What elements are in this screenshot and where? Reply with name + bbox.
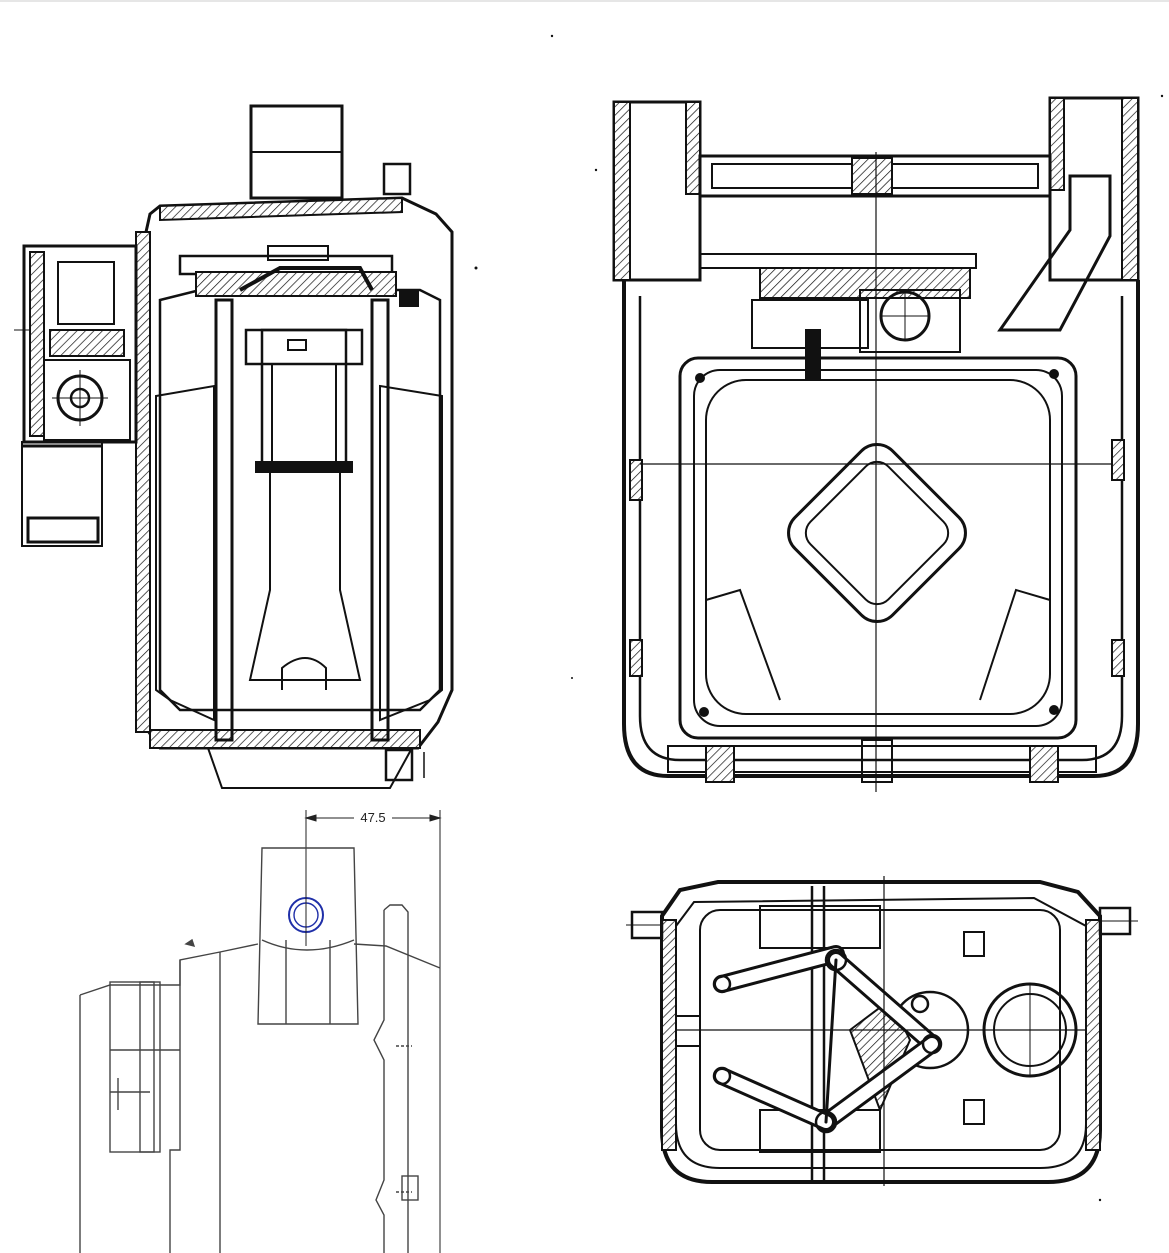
dimension-label: 47.5 [360, 810, 385, 825]
side-section-view [14, 104, 454, 789]
bore-circle [288, 885, 324, 946]
side-outline-view [79, 810, 442, 1253]
top-section-view [626, 876, 1138, 1186]
front-section-view [612, 96, 1140, 792]
scan-specks [474, 34, 1164, 1202]
dimension-label-bg [354, 810, 392, 824]
dimension-line-47-5 [304, 810, 442, 1253]
